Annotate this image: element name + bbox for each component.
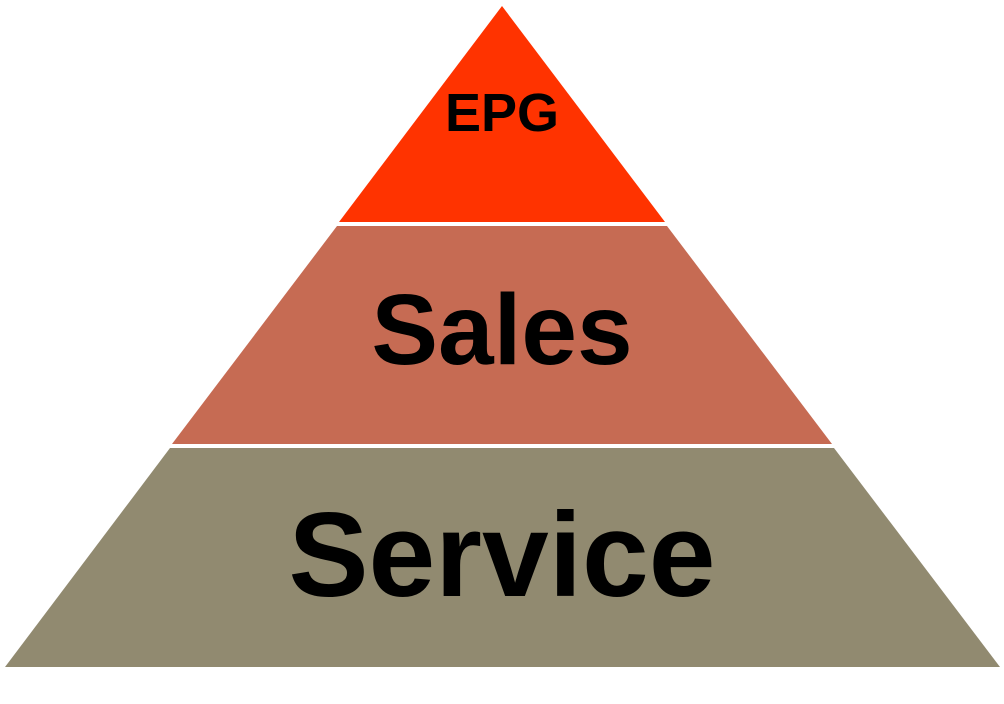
tier-service-label: Service [288, 488, 715, 622]
tier-sales-shape [172, 226, 832, 444]
tier-service-shape [5, 448, 1000, 667]
tier-epg-label: EPG [445, 83, 559, 143]
tier-epg-shape [339, 6, 665, 222]
tier-sales-label: Sales [371, 274, 632, 386]
